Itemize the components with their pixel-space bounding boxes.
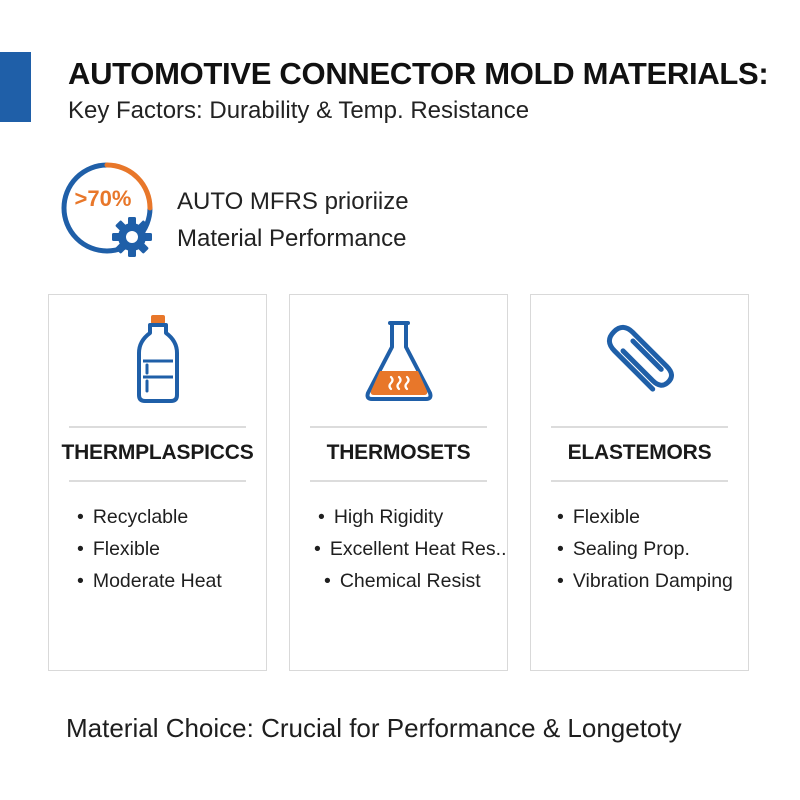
list-item: Chemical Resist [314, 565, 507, 597]
card-elastomers: ELASTEMORS Flexible Sealing Prop. Vibrat… [530, 294, 749, 671]
stat-line-1: AUTO MFRS prioriize [177, 188, 409, 215]
stat-line-2: Material Performance [177, 225, 407, 252]
page-title: AUTOMOTIVE CONNECTOR MOLD MATERIALS: [68, 56, 769, 91]
percentage-ring-icon [61, 162, 153, 257]
card-divider [310, 426, 487, 428]
card-heading: ELASTEMORS [567, 441, 712, 464]
bottle-icon [136, 315, 179, 403]
paperclip-icon [606, 324, 674, 392]
list-item: Moderate Heat [77, 565, 266, 597]
list-item: Recyclable [77, 501, 266, 533]
page-subtitle: Key Factors: Durability & Temp. Resistan… [68, 97, 530, 124]
accent-bar [0, 52, 31, 122]
card-heading: THERMOSETS [326, 441, 471, 464]
footer-text: Material Choice: Crucial for Performance… [66, 713, 682, 743]
card-divider [310, 480, 487, 482]
list-item: Flexible [77, 533, 266, 565]
card-thermosets: THERMOSETS High Rigidity Excellent Heat … [289, 294, 508, 671]
stat-value: >70% [74, 186, 132, 211]
card-heading: THERMPLASPICCS [61, 441, 254, 464]
flask-icon [365, 321, 432, 401]
list-item: Excellent Heat Res.. [314, 533, 507, 565]
card-divider [551, 426, 728, 428]
card-list: Flexible Sealing Prop. Vibration Damping [531, 501, 748, 597]
card-thermoplastics: THERMPLASPICCS Recyclable Flexible Moder… [48, 294, 267, 671]
list-item: Sealing Prop. [557, 533, 748, 565]
list-item: Vibration Damping [557, 565, 748, 597]
gear-icon [112, 217, 152, 257]
card-list: Recyclable Flexible Moderate Heat [49, 501, 266, 597]
card-list: High Rigidity Excellent Heat Res.. Chemi… [290, 501, 507, 597]
list-item: Flexible [557, 501, 748, 533]
card-divider [69, 480, 246, 482]
card-divider [69, 426, 246, 428]
card-divider [551, 480, 728, 482]
stat-text: AUTO MFRS prioriize Material Performance [177, 183, 409, 257]
list-item: High Rigidity [314, 501, 507, 533]
